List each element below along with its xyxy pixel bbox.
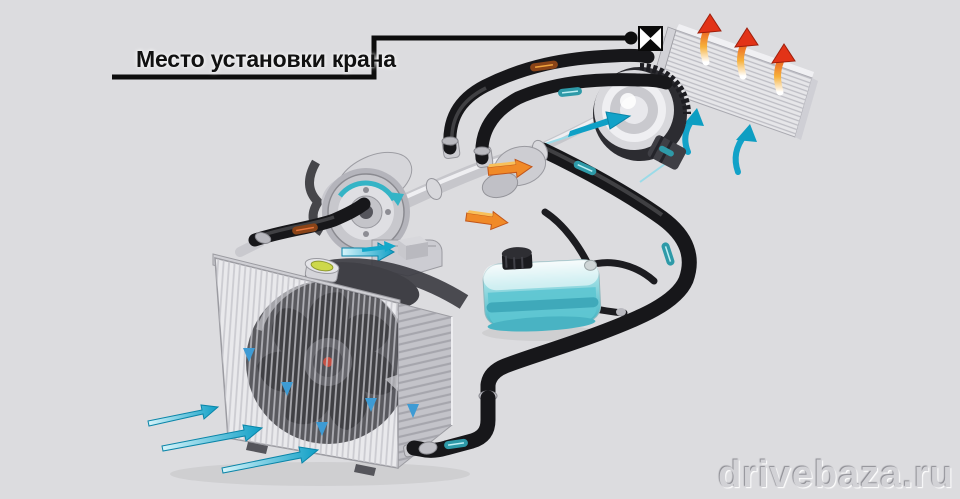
heater-supply-hoses bbox=[441, 48, 673, 165]
hot-flow-arrows-engine bbox=[465, 158, 533, 231]
expansion-tank-cap bbox=[501, 247, 533, 270]
valve-location-marker bbox=[638, 26, 663, 51]
heater-hot-air-arrows bbox=[697, 13, 796, 96]
callout-label: Место установки крана bbox=[136, 46, 396, 72]
radiator-filler-cap bbox=[304, 258, 340, 283]
heater-return-hose-lower bbox=[406, 390, 496, 458]
radiator bbox=[212, 236, 469, 476]
heater-blower-fan bbox=[593, 63, 691, 170]
callout-line bbox=[112, 31, 638, 80]
radiator-shadow bbox=[170, 462, 470, 486]
upper-radiator-hose bbox=[248, 197, 371, 247]
watermark: drivebaza.ru bbox=[718, 454, 954, 496]
blower-airflow-arrow bbox=[544, 111, 632, 145]
airflow-arrows-inlet bbox=[147, 404, 320, 474]
radiator-sensor bbox=[361, 236, 428, 260]
coolant-flow-arrows bbox=[243, 300, 419, 436]
heater-cold-air-arrows bbox=[639, 108, 757, 183]
expansion-tank bbox=[482, 247, 602, 332]
